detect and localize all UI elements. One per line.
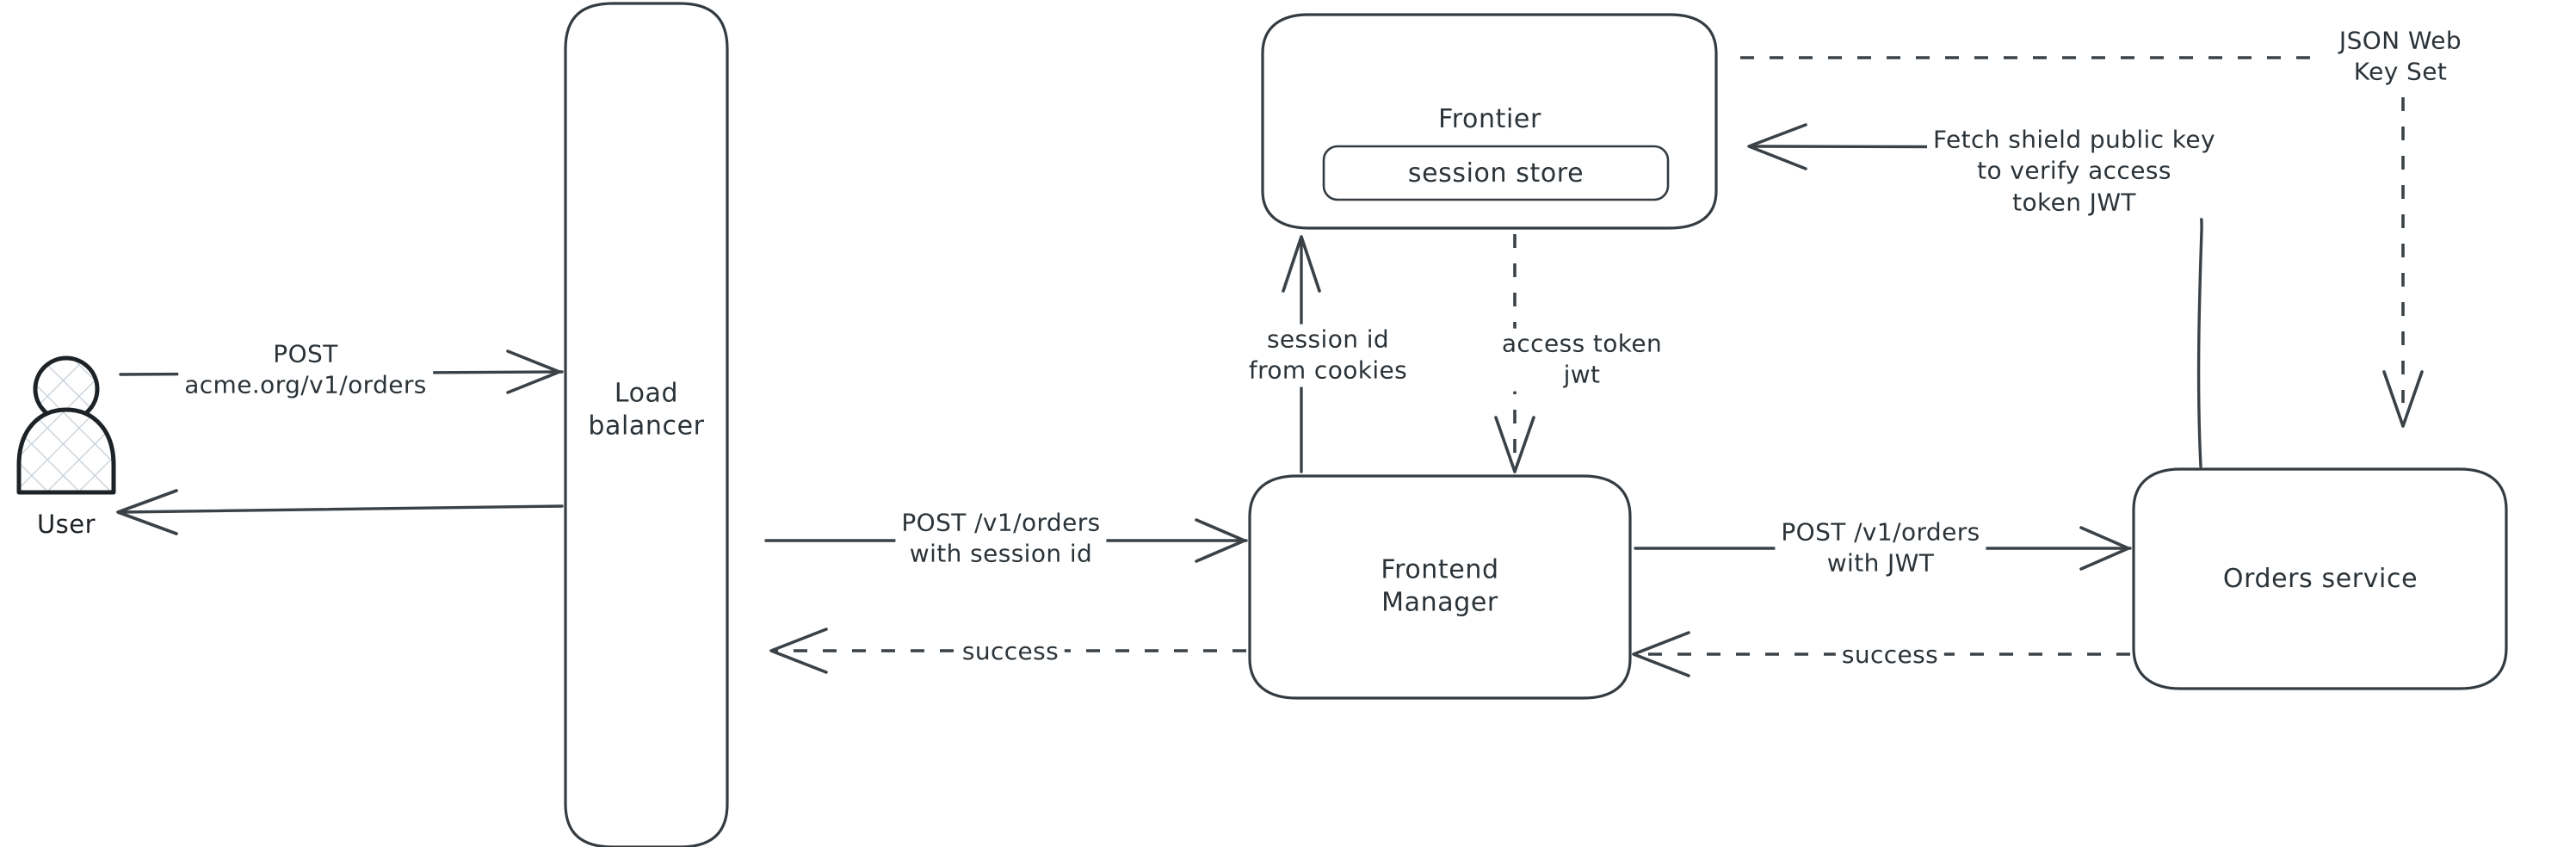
node-user[interactable] [16, 355, 116, 495]
edge-line [1751, 145, 2203, 468]
load-balancer-box [564, 2, 729, 847]
node-frontend-manager[interactable] [1248, 474, 1632, 700]
edge-load-balancer-to-user [116, 489, 564, 535]
user-body-icon [16, 407, 116, 495]
node-frontier[interactable] [1261, 13, 1718, 230]
arrowhead-right [506, 349, 561, 394]
node-orders-service[interactable] [2132, 467, 2508, 690]
session-store-box[interactable] [1322, 145, 1670, 201]
arrowhead-left [1747, 123, 1807, 170]
edge-load-balancer-to-frontend-manager [764, 518, 1248, 563]
edge-frontend-manager-to-load-balancer [769, 628, 1246, 674]
arrowhead-down [2382, 370, 2424, 428]
edge-line [1740, 56, 2405, 403]
edge-frontend-manager-to-orders-service [1634, 526, 2132, 571]
edge-user-to-load-balancer [119, 349, 564, 394]
arrowhead-down [1494, 416, 1535, 473]
edge-line [119, 504, 564, 514]
edge-frontend-manager-to-frontier [1282, 235, 1321, 473]
edge-json-web-key-set [1740, 56, 2424, 428]
arrowhead-left [769, 628, 828, 674]
frontend-manager-box [1248, 474, 1632, 700]
arrowhead-left [116, 489, 178, 535]
edge-orders-service-to-frontend-manager [1632, 631, 2130, 677]
node-load-balancer[interactable] [564, 2, 729, 847]
arrowhead-right [2079, 526, 2130, 571]
orders-service-box [2132, 467, 2508, 690]
edge-line [119, 370, 564, 376]
arrowhead-left [1632, 631, 1690, 677]
edge-orders-service-to-frontier [1747, 123, 2203, 468]
edge-frontier-to-frontend-manager [1494, 234, 1535, 473]
arrowhead-right [1195, 518, 1246, 563]
arrowhead-up [1282, 235, 1321, 293]
